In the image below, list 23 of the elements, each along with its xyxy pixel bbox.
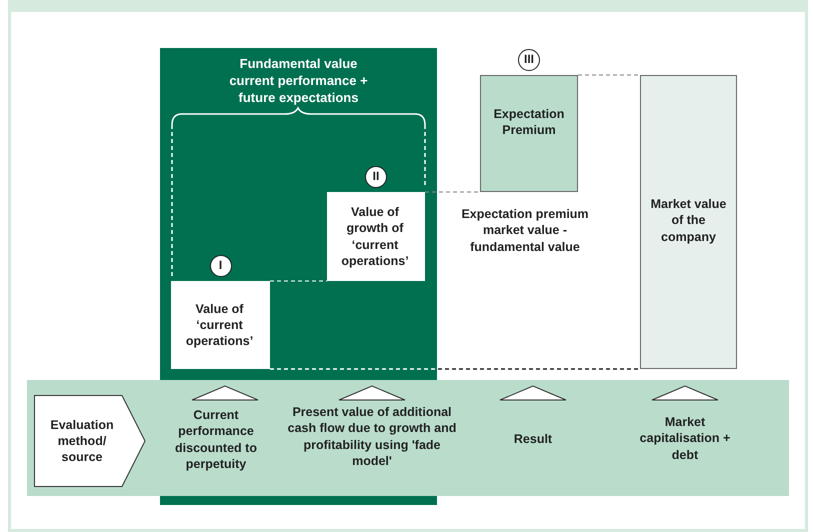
circled-numeral: I (210, 255, 232, 277)
pentagon-tag (34, 395, 146, 487)
premium-formula: Expectation premium market value - fundamental value (460, 206, 590, 255)
level-line (578, 74, 640, 76)
level-line (270, 280, 328, 282)
method-band (27, 380, 789, 496)
value-block (171, 281, 270, 369)
premium-block (480, 75, 578, 192)
market-value-block (640, 75, 737, 369)
block-label: Expectation Premium (492, 106, 566, 138)
method-text: Result (512, 431, 554, 448)
block-label: Value of ‘current operations’ (184, 300, 254, 350)
block-label: Market value of the company (650, 196, 728, 245)
method-text: Present value of additional cash flow due to growth and profitability using 'fade model' (286, 404, 458, 469)
method-text: Market capitalisation + debt (638, 414, 732, 463)
tag-label: Evaluation method/ source (49, 416, 115, 466)
method-text: Current performance discounted to perpetuity (174, 407, 258, 472)
block-label: Value of growth of ‘current operations’ (340, 204, 410, 270)
circled-numeral: II (365, 166, 387, 188)
level-line (270, 368, 640, 370)
panel-heading: Fundamental value current performance + future expectations (228, 56, 369, 107)
circled-numeral: III (518, 49, 540, 71)
value-block (327, 192, 425, 281)
